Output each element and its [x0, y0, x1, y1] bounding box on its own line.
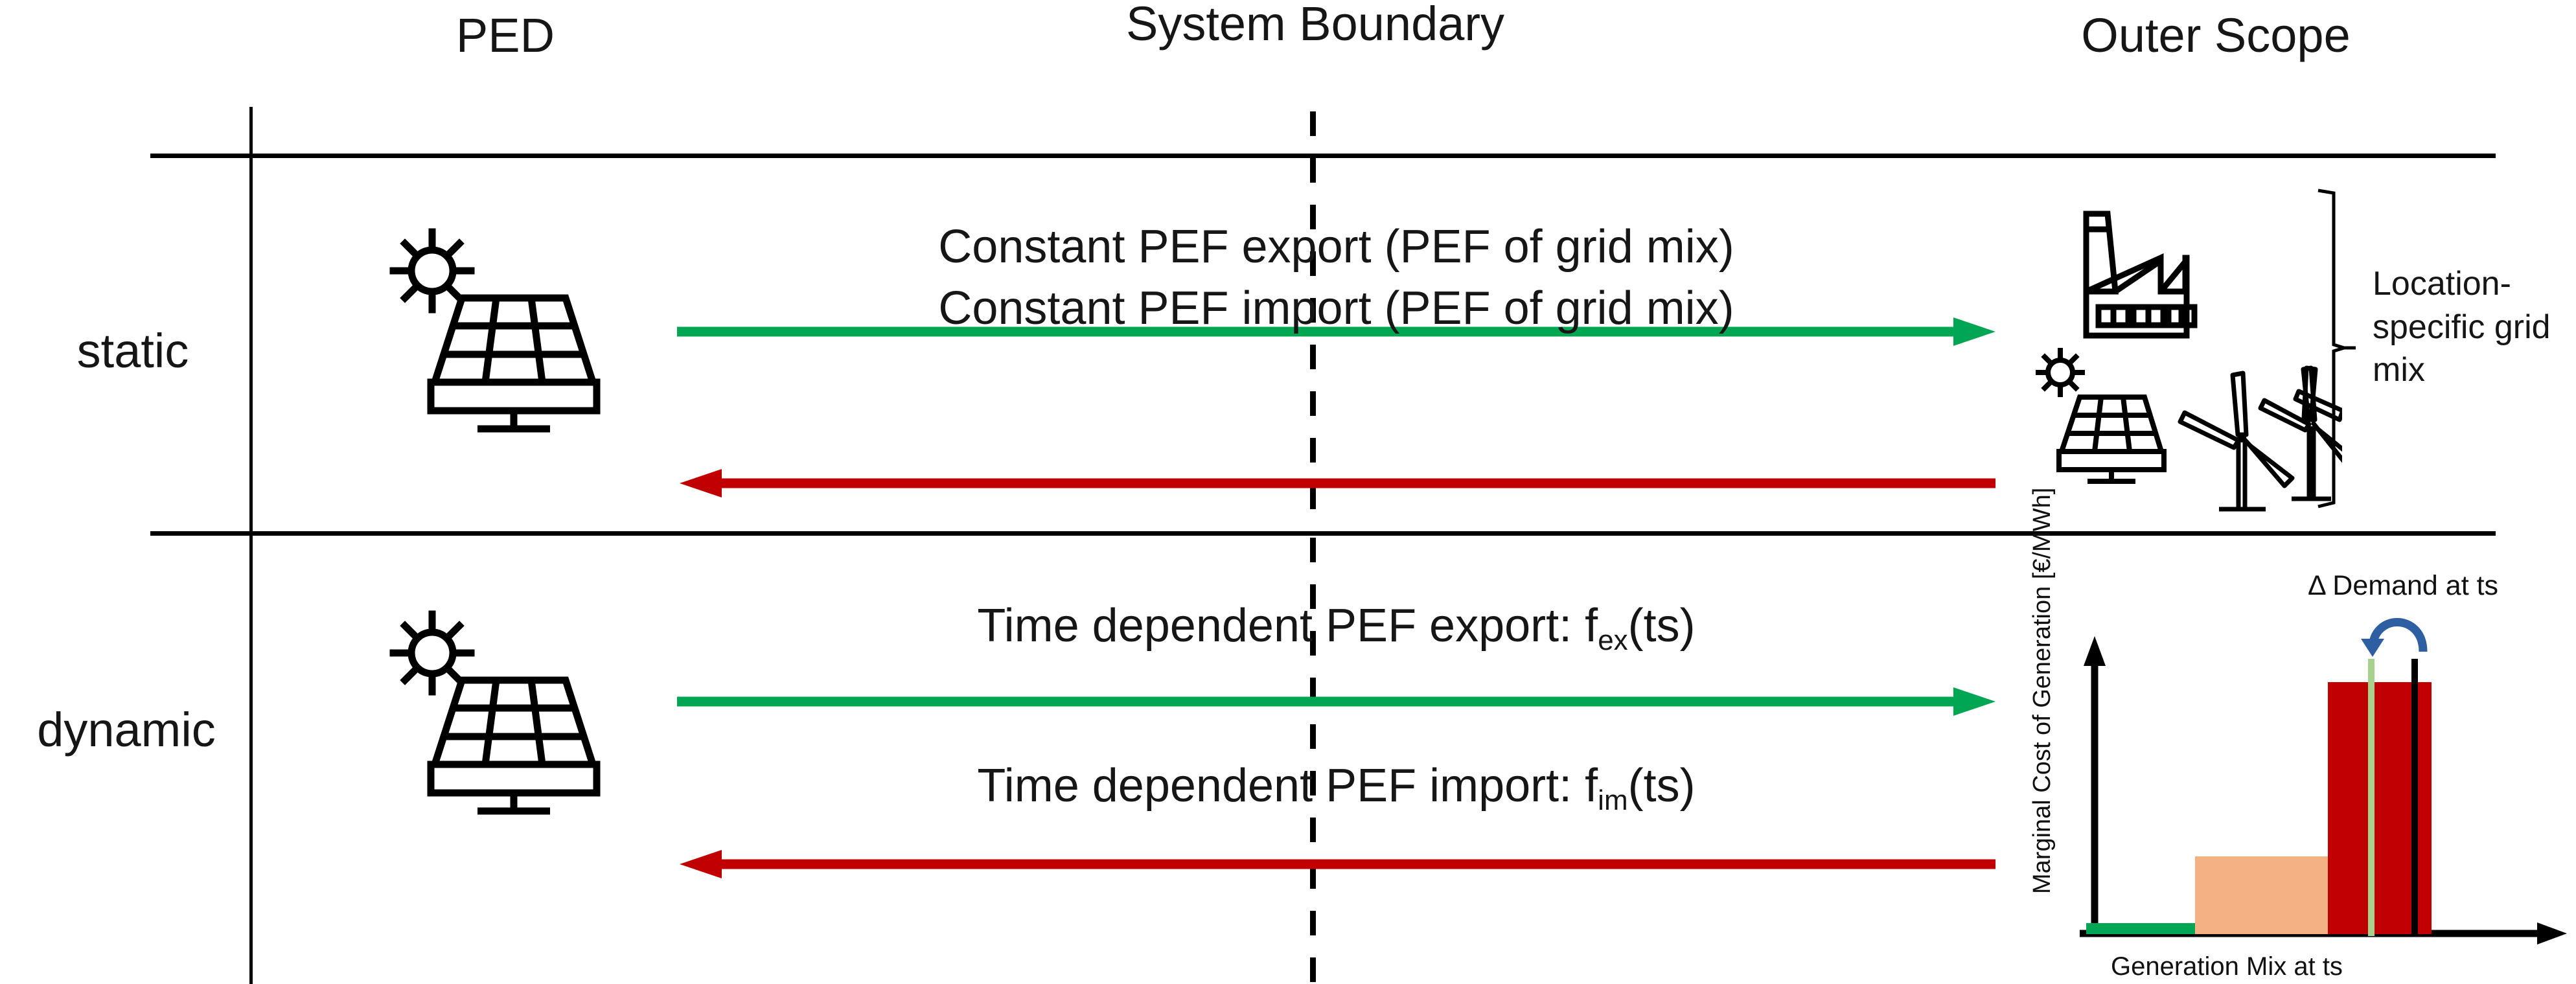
- flow-label-dynamic-export-suffix: (ts): [1627, 600, 1696, 652]
- chart-y-axis: [2080, 636, 2110, 934]
- top-divider-rule: [150, 154, 2496, 158]
- chart-demand-marker-after: [2411, 659, 2418, 936]
- chart-y-axis-label-text: Marginal Cost of Generation [€/MWh]: [2029, 487, 2056, 894]
- merit-order-chart: Δ Demand at ts Marginal Cost of Generati…: [2002, 488, 2576, 984]
- flow-label-dynamic-export: Time dependent PEF export: fex(ts): [677, 600, 1995, 655]
- system-boundary-dashed-line-static: [1310, 111, 1316, 531]
- import-arrow-static: [677, 468, 1999, 499]
- flow-label-dynamic-import-suffix: (ts): [1627, 760, 1696, 812]
- ped-solar-panel-icon-static: [379, 220, 651, 434]
- outer-scope-solar-panel-icon: [2028, 347, 2183, 489]
- chart-bar-mid-merit: [2195, 856, 2328, 934]
- column-header-ped: PED: [455, 8, 555, 62]
- grid-mix-bracket-icon: [2313, 188, 2358, 512]
- chart-bar-renewables: [2086, 923, 2195, 934]
- row-label-dynamic: dynamic: [37, 703, 216, 757]
- flow-label-static-import: Constant PEF import (PEF of grid mix): [938, 282, 1734, 334]
- chart-x-axis-label: Generation Mix at ts: [2111, 952, 2343, 981]
- middle-divider-rule: [150, 531, 2496, 536]
- import-arrow-dynamic: [677, 849, 1999, 880]
- flow-label-dynamic-export-prefix: Time dependent PEF export: f: [977, 600, 1598, 652]
- system-boundary-dashed-line-dynamic: [1310, 538, 1316, 984]
- flow-label-dynamic-import: Time dependent PEF import: fim(ts): [677, 760, 1995, 815]
- factory-icon: [2057, 193, 2251, 349]
- wind-turbine-icon: [2174, 342, 2354, 514]
- export-arrow-static: [677, 316, 1999, 347]
- export-arrow-dynamic: [677, 686, 1999, 717]
- column-header-system-boundary: System Boundary: [1125, 0, 1505, 51]
- row-label-divider-rule: [249, 107, 253, 984]
- grid-mix-note: Location-specific grid mix: [2373, 265, 2551, 389]
- ped-solar-panel-icon-dynamic: [379, 602, 651, 816]
- column-header-outer-scope: Outer Scope: [2081, 8, 2351, 62]
- chart-annotation-delta-demand: Δ Demand at ts: [2308, 570, 2499, 601]
- flow-label-dynamic-export-subscript: ex: [1598, 624, 1628, 657]
- chart-demand-marker-before: [2368, 659, 2375, 936]
- delta-demand-arrow-icon: [2356, 601, 2446, 659]
- flow-label-dynamic-import-subscript: im: [1598, 784, 1628, 817]
- row-label-static: static: [76, 324, 189, 378]
- flow-label-static-export: Constant PEF export (PEF of grid mix): [938, 221, 1734, 273]
- flow-label-dynamic-import-prefix: Time dependent PEF import: f: [977, 760, 1598, 812]
